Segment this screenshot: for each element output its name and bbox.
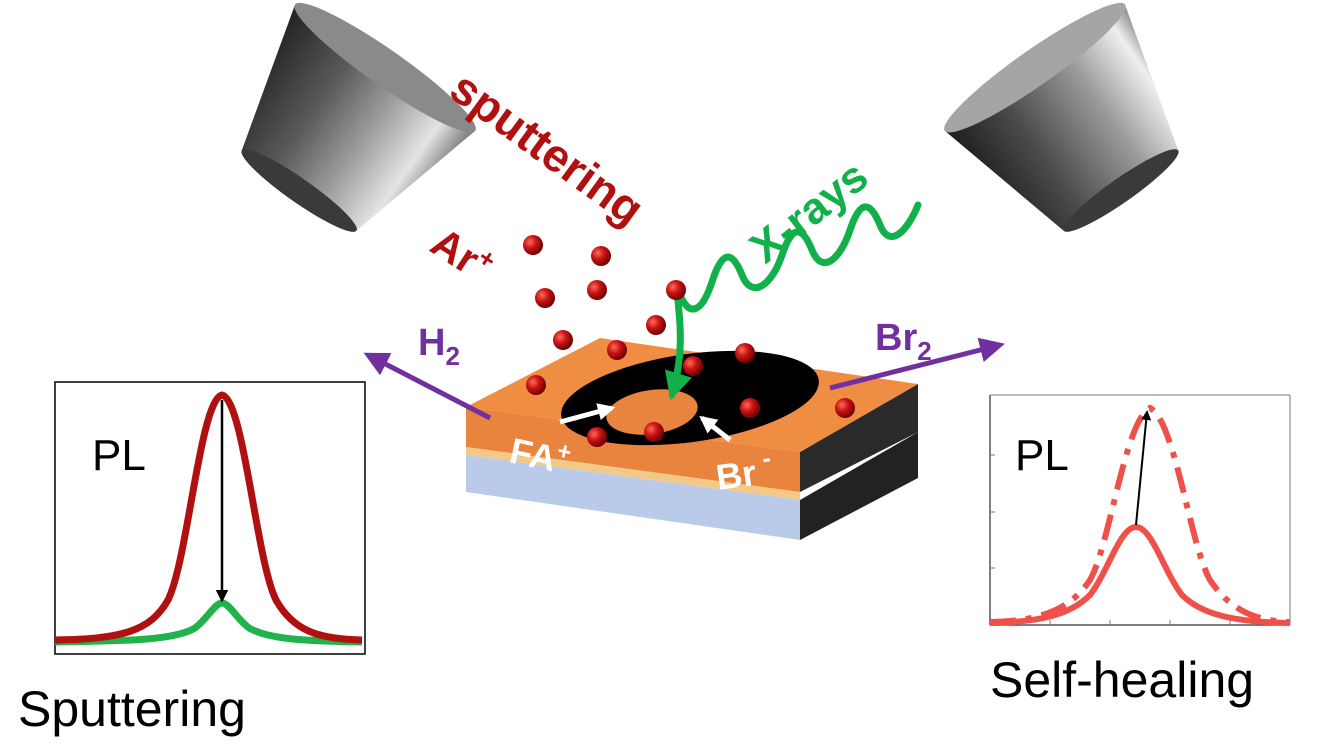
left-panel-caption: Sputtering (18, 681, 246, 737)
ar-particle (735, 343, 755, 363)
fa-ion-base: FA (506, 430, 560, 480)
br-ion-base: Br (713, 452, 758, 498)
right-panel-caption: Self-healing (990, 652, 1254, 708)
ar-particle (683, 356, 703, 376)
br2-label: Br2 (875, 317, 932, 366)
ar-particle (591, 246, 611, 266)
br2-arrow-icon (829, 337, 1005, 391)
ar-ion-base: Ar (423, 218, 488, 283)
ar-particle (523, 235, 543, 255)
ar-particle (526, 375, 546, 395)
ar-particle (553, 330, 573, 350)
h2-label: H2 (418, 322, 460, 371)
xray-wave (665, 201, 922, 401)
right-pl-damaged-curve (989, 523, 1291, 626)
ar-particle (740, 398, 760, 418)
sputtering-label: sputtering (441, 61, 654, 235)
fa-migration-arrow-icon (559, 403, 616, 425)
br-migration-arrow-icon (699, 415, 732, 442)
h2-arrow-icon (363, 352, 492, 421)
ar-particle (644, 422, 664, 442)
ar-particle (587, 280, 607, 300)
ar-particle (646, 315, 666, 335)
br-ion-label: Br- (712, 442, 775, 497)
ar-particle (835, 398, 855, 418)
fa-ion-charge: + (555, 437, 574, 466)
ar-particle (535, 288, 555, 308)
perovskite-sample (466, 338, 918, 540)
ar-ion-label: Ar+ (423, 216, 502, 291)
right-pl-healed-curve (989, 404, 1291, 625)
ar-particle (587, 427, 607, 447)
ar-particles (523, 235, 855, 447)
ion-gun-icon (241, 2, 476, 232)
left-pl-before-curve (54, 391, 363, 644)
right-pl-axis-label: PL (1015, 431, 1069, 480)
h2-base: H (418, 322, 445, 364)
br2-base: Br (875, 317, 917, 359)
right-pl-recovery-arrow-icon (1135, 410, 1152, 526)
left-pl-axis-label: PL (92, 431, 146, 480)
br-ion-charge: - (760, 442, 773, 473)
br2-subscript: 2 (917, 336, 931, 366)
ar-particle (666, 280, 686, 300)
right-pl-ticks (990, 454, 1231, 625)
right-pl-panel: PL (989, 394, 1291, 626)
xray-source-icon (944, 2, 1179, 232)
h2-subscript: 2 (445, 341, 459, 371)
fa-ion-label: FA+ (506, 428, 574, 483)
left-pl-panel: PL (54, 381, 366, 655)
left-pl-after-curve (54, 599, 363, 646)
ar-particle (607, 340, 627, 360)
